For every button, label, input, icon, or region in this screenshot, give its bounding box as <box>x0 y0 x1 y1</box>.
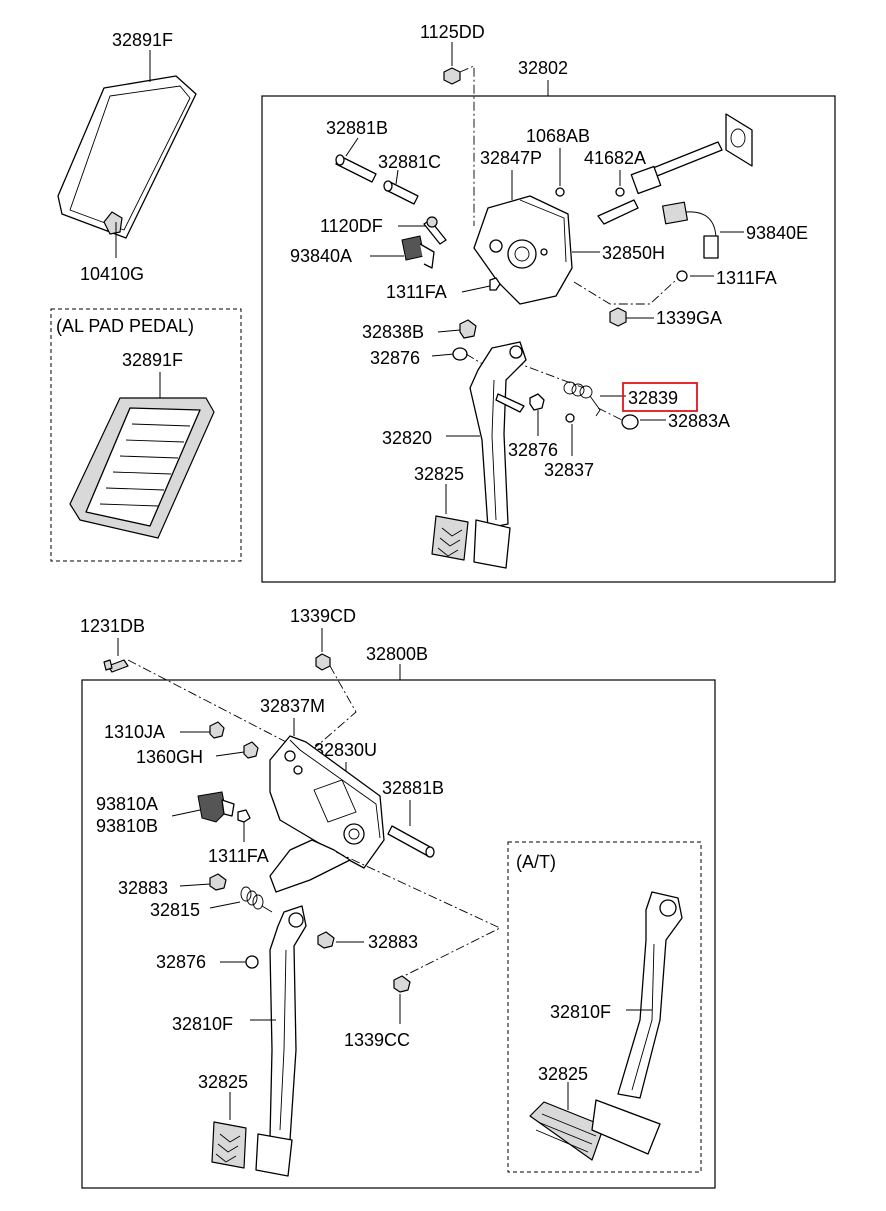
pedal-arm-32810F-at[interactable] <box>617 891 683 1099</box>
nut-32883-a[interactable] <box>209 873 227 891</box>
sensor-93810[interactable] <box>197 791 235 823</box>
label-32881B-bottom: 32881B <box>382 778 444 798</box>
label-1120DF: 1120DF <box>320 216 383 236</box>
label-32881C: 32881C <box>378 152 441 172</box>
label-32847P: 32847P <box>480 148 542 168</box>
label-32810F-at: 32810F <box>550 1002 611 1022</box>
label-32839: 32839 <box>628 388 678 408</box>
label-93840E: 93840E <box>746 223 808 243</box>
pedal-pad-32825-top[interactable] <box>431 515 511 569</box>
nut-32883-b[interactable] <box>317 931 335 949</box>
label-1231DB: 1231DB <box>80 616 145 636</box>
label-1339CD: 1339CD <box>290 606 356 626</box>
nut-1339CD[interactable] <box>315 653 331 671</box>
assembly-32800B-box <box>81 679 716 1189</box>
label-32883-b: 32883 <box>368 932 418 952</box>
label-32825-at: 32825 <box>538 1064 588 1084</box>
label-32825-bottom: 32825 <box>198 1072 248 1092</box>
label-93810A: 93810A <box>96 794 158 814</box>
bracket-32830U[interactable] <box>269 735 385 869</box>
label-32802: 32802 <box>518 58 568 78</box>
label-32850H: 32850H <box>602 243 665 263</box>
nut-1311FA-bottom[interactable] <box>237 809 251 823</box>
nut-1339CC[interactable] <box>393 975 411 993</box>
at-title: (A/T) <box>516 852 556 872</box>
sensor-93840A[interactable] <box>401 235 435 269</box>
nut-1310JA[interactable] <box>209 721 225 739</box>
label-1360GH: 1360GH <box>136 747 203 767</box>
washer-32837[interactable] <box>565 413 575 423</box>
bolt-1120DF[interactable] <box>423 216 447 245</box>
label-32837M: 32837M <box>260 696 325 716</box>
bolt-1231DB[interactable] <box>103 659 129 673</box>
label-10410G: 10410G <box>80 264 144 284</box>
label-32876-b: 32876 <box>508 440 558 460</box>
al-pad-pedal-box <box>50 308 242 562</box>
label-32876-c: 32876 <box>156 952 206 972</box>
pin-32881B-bottom[interactable] <box>387 825 435 858</box>
al-pad-pedal-part[interactable] <box>69 397 215 539</box>
label-93810B: 93810B <box>96 816 158 836</box>
bolt-1125DD[interactable] <box>443 67 461 85</box>
label-32838B: 32838B <box>362 322 424 342</box>
pedal-pad-32825-bottom[interactable] <box>211 1121 293 1177</box>
nut-1360GH[interactable] <box>243 741 259 759</box>
label-32825-top: 32825 <box>414 464 464 484</box>
label-32891F-top: 32891F <box>112 30 173 50</box>
nut-1311FA-left[interactable] <box>489 277 501 291</box>
at-box <box>507 841 702 1173</box>
pin-32881B-top[interactable] <box>335 154 377 183</box>
label-1311FA-right: 1311FA <box>716 268 777 288</box>
highlight-box-32839 <box>622 382 698 412</box>
label-32881B-top: 32881B <box>326 118 388 138</box>
nut-1311FA-right[interactable] <box>676 270 688 282</box>
pedal-pad-32825-at[interactable] <box>529 1099 661 1161</box>
switch-assembly-top-right[interactable] <box>597 113 753 225</box>
bracket-32850H[interactable] <box>473 195 573 305</box>
nut-41682A[interactable] <box>615 187 625 197</box>
label-32820: 32820 <box>382 428 432 448</box>
label-1125DD: 1125DD <box>420 22 485 42</box>
label-1311FA-left: 1311FA <box>386 282 447 302</box>
al-pad-pedal-title: (AL PAD PEDAL) <box>56 316 194 336</box>
bushing-32838B[interactable] <box>459 319 477 339</box>
label-32837: 32837 <box>544 460 594 480</box>
label-32876-a: 32876 <box>370 348 420 368</box>
pedal-arm-32820[interactable] <box>469 341 527 529</box>
pedal-arm-32810F[interactable] <box>269 839 351 1141</box>
bushing-32876-a[interactable] <box>452 347 468 361</box>
label-93840A: 93840A <box>290 246 352 266</box>
nut-32876-b[interactable] <box>529 393 545 411</box>
spring-32815[interactable] <box>240 886 273 913</box>
label-1339CC: 1339CC <box>344 1030 410 1050</box>
label-1339GA: 1339GA <box>656 308 722 328</box>
label-32815: 32815 <box>150 900 200 920</box>
label-32830U: 32830U <box>314 740 377 760</box>
label-32883-a: 32883 <box>118 878 168 898</box>
label-32891F-al: 32891F <box>122 350 183 370</box>
label-32883A: 32883A <box>668 411 730 431</box>
nut-1339GA[interactable] <box>609 307 627 327</box>
label-32810F-main: 32810F <box>172 1014 233 1034</box>
pad-cover-32891F[interactable] <box>57 75 197 239</box>
label-32800B: 32800B <box>366 644 428 664</box>
label-1068AB: 1068AB <box>526 126 590 146</box>
clip-1068AB[interactable] <box>555 187 565 197</box>
label-1310JA: 1310JA <box>104 722 165 742</box>
nut-32883A[interactable] <box>621 414 639 430</box>
sensor-93840E[interactable] <box>662 201 719 259</box>
label-1311FA-bottom: 1311FA <box>208 846 269 866</box>
spring-32839[interactable] <box>563 381 601 417</box>
label-41682A: 41682A <box>584 148 646 168</box>
bushing-32876-c[interactable] <box>245 955 259 969</box>
pin-32881C[interactable] <box>383 180 419 205</box>
